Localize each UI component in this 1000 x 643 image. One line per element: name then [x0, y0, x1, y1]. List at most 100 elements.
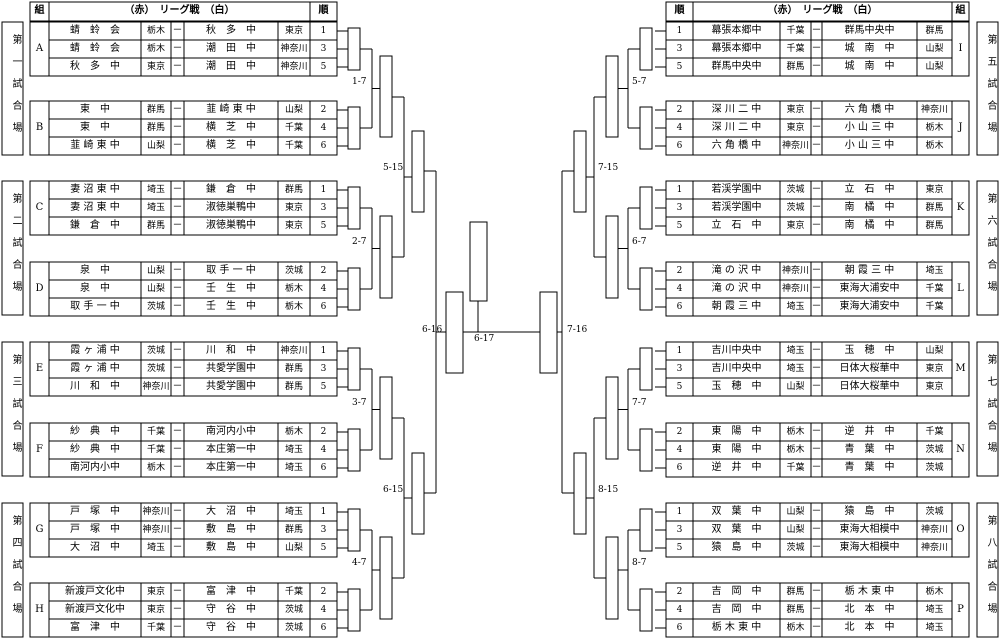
vs-dash: －	[172, 25, 183, 36]
red-team: 妻 沼 東 中	[70, 202, 120, 213]
bracket-label: 7-15	[598, 163, 619, 173]
white-team-pref: 茨城	[284, 266, 303, 276]
right-l1-box	[639, 347, 653, 391]
red-team-pref: 山梨	[146, 284, 165, 294]
red-team: 新渡戸文化中	[65, 604, 125, 615]
venue-label: 第三試合場	[10, 354, 21, 464]
red-team-pref: 栃木	[146, 463, 165, 473]
left-l1-box	[347, 267, 361, 311]
red-team-pref: 山梨	[146, 266, 165, 276]
right-l1-box	[639, 267, 653, 311]
match-order: 1	[320, 507, 327, 517]
vs-dash: －	[811, 61, 822, 72]
left-l1-box	[347, 27, 361, 71]
vs-dash: －	[811, 283, 822, 294]
vs-dash: －	[172, 104, 183, 115]
white-team-pref: 茨城	[284, 605, 303, 615]
match-order: 4	[320, 605, 327, 615]
left-l2-box	[379, 536, 393, 620]
vs-dash: －	[172, 506, 183, 517]
match-order: 1	[676, 185, 683, 195]
red-team: 東 中	[80, 122, 110, 133]
match-order: 4	[320, 123, 327, 133]
match-order: 4	[676, 605, 683, 615]
red-team: 玉 穂 中	[711, 381, 762, 392]
white-team-pref: 埼玉	[284, 445, 303, 455]
white-team: 敷 島 中	[206, 524, 256, 535]
vs-dash: －	[172, 462, 183, 473]
white-team: 北 本 中	[844, 622, 895, 633]
red-team-pref: 山梨	[146, 141, 165, 151]
vs-dash: －	[811, 122, 822, 133]
red-team-pref: 千葉	[786, 463, 805, 473]
match-order: 5	[676, 62, 683, 72]
left-l2-box	[379, 215, 393, 299]
white-team-pref: 栃木	[925, 123, 944, 133]
left-venue-3	[1, 341, 24, 477]
match-order: 1	[676, 26, 683, 36]
red-team: 富 津 中	[70, 622, 120, 633]
venue-label: 第五試合場	[985, 33, 996, 144]
venue-label: 第四試合場	[10, 515, 21, 625]
vs-dash: －	[172, 122, 183, 133]
red-team-pref: 栃木	[146, 26, 165, 36]
white-team: 六 角 橋 中	[844, 104, 895, 115]
white-team-pref: 山梨	[284, 105, 303, 115]
bracket-label: 5-15	[383, 163, 404, 173]
red-team: 吉川中央中	[711, 345, 762, 356]
white-team: 猿 島 中	[844, 506, 895, 517]
venue-label: 第二試合場	[10, 193, 21, 303]
vs-dash: －	[172, 283, 183, 294]
match-order: 5	[320, 62, 327, 72]
red-team-pref: 東京	[146, 587, 165, 597]
white-team: 東海大浦安中	[839, 283, 900, 294]
red-team: 深 川 二 中	[711, 104, 762, 115]
vs-dash: －	[811, 25, 822, 36]
match-order: 1	[676, 507, 683, 517]
group-label-B: B	[35, 122, 44, 133]
red-team: 若渓学園中	[711, 184, 762, 195]
group-label-P: P	[957, 604, 964, 615]
red-team: 東 中	[80, 104, 110, 115]
white-team: 逆 井 中	[844, 426, 895, 437]
white-team-pref: 神奈川	[280, 346, 308, 356]
white-team-pref: 山梨	[284, 543, 303, 553]
left-venue-2	[1, 180, 24, 316]
red-team-pref: 東京	[146, 62, 165, 72]
white-team-pref: 東京	[284, 203, 303, 213]
vs-dash: －	[172, 381, 183, 392]
white-team: 鎌 倉 中	[206, 184, 256, 195]
white-team: 南 橘 中	[844, 202, 895, 213]
white-team: 城 南 中	[844, 61, 895, 72]
match-order: 5	[320, 543, 327, 553]
bracket-label: 6-7	[632, 236, 647, 247]
white-team: 横 芝 中	[206, 140, 256, 151]
red-team-pref: 東京	[786, 123, 805, 133]
red-team: 戸 塚 中	[70, 506, 120, 517]
red-team-pref: 山梨	[786, 382, 805, 392]
white-team-pref: 東京	[284, 221, 303, 231]
red-team: 吉 岡 中	[711, 604, 762, 615]
white-team-pref: 茨城	[925, 463, 944, 473]
match-order: 2	[320, 587, 327, 597]
vs-dash: －	[811, 506, 822, 517]
vs-dash: －	[811, 301, 822, 312]
red-team: 川 和 中	[70, 381, 120, 392]
match-order: 2	[676, 587, 683, 597]
left-l2-box	[379, 376, 393, 460]
vs-dash: －	[172, 622, 183, 633]
vs-dash: －	[172, 426, 183, 437]
red-team-pref: 茨城	[786, 185, 805, 195]
vs-dash: －	[172, 265, 183, 276]
final-box	[469, 221, 488, 302]
left-l2-box	[379, 55, 393, 138]
red-team: 幕張本郷中	[711, 25, 762, 36]
vs-dash: －	[811, 604, 822, 615]
match-order: 5	[676, 221, 683, 231]
left-l1-box	[347, 588, 361, 632]
red-team-pref: 茨城	[146, 346, 165, 356]
white-team: 敷 島 中	[206, 542, 256, 553]
red-team-pref: 神奈川	[781, 141, 809, 151]
match-order: 1	[320, 26, 327, 36]
match-order: 3	[676, 203, 683, 213]
